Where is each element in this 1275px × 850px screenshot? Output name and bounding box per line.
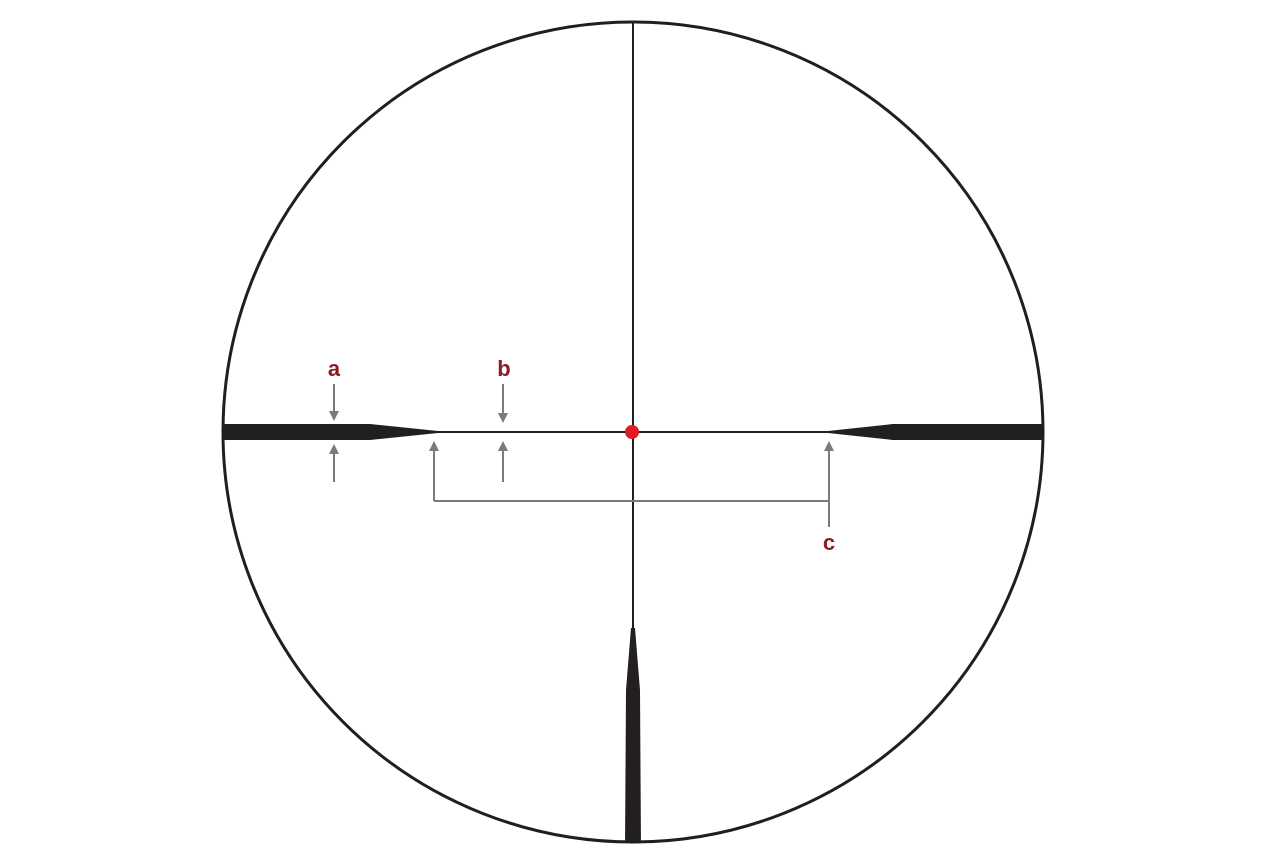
right-post [828, 424, 1043, 440]
scope-circle [221, 20, 1045, 844]
callout-a-label: a [328, 356, 341, 381]
callout-c-left-arrowhead [429, 441, 439, 451]
callout-c-label: c [823, 530, 835, 555]
reticle-field [223, 22, 1043, 842]
callout-b-arrowhead-down [498, 413, 508, 423]
bottom-post [625, 628, 641, 842]
callout-a-arrowhead-down [329, 411, 339, 421]
callout-c-right-arrowhead [824, 441, 834, 451]
callout-a-arrowhead-up [329, 444, 339, 454]
callout-b-label: b [497, 356, 510, 381]
callout-a: a [328, 356, 341, 482]
center-dot [625, 425, 639, 439]
callout-c: c [429, 441, 835, 555]
callout-b-arrowhead-up [498, 441, 508, 451]
left-post [223, 424, 438, 440]
callout-b: b [497, 356, 511, 482]
